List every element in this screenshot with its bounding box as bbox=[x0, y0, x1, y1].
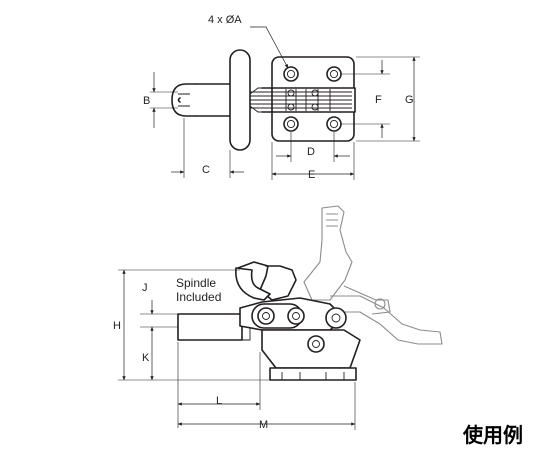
base-foot bbox=[269, 367, 357, 381]
dim-d-label: D bbox=[307, 146, 315, 158]
hole-leader bbox=[250, 26, 289, 69]
dim-h-label: H bbox=[113, 320, 121, 332]
spindle-label-line1: Spindle bbox=[176, 276, 216, 290]
body-ribs bbox=[285, 89, 331, 111]
usage-example-caption: 使用例 bbox=[462, 423, 523, 447]
body-outline bbox=[261, 87, 356, 113]
dim-k-label: K bbox=[142, 352, 150, 364]
handle-cap bbox=[235, 267, 271, 301]
dim-j-label: J bbox=[142, 282, 148, 294]
handle-grip bbox=[229, 49, 251, 151]
dim-e-label: E bbox=[308, 169, 315, 181]
side-view: Spindle Included H J K L M bbox=[113, 205, 443, 431]
dim-g-label: G bbox=[405, 94, 414, 106]
spindle-top bbox=[171, 83, 197, 117]
open-position-ghost bbox=[303, 205, 443, 345]
handle-link bbox=[249, 87, 262, 113]
spindle-label-line2: Included bbox=[176, 290, 221, 304]
dim-b-label: B bbox=[143, 95, 150, 107]
dim-l-label: L bbox=[216, 395, 222, 407]
dim-f-label: F bbox=[375, 94, 382, 106]
hole-callout-label: 4 x ØA bbox=[208, 14, 242, 26]
dim-m-label: M bbox=[259, 419, 268, 431]
handle-closed bbox=[237, 261, 297, 301]
mounting-holes bbox=[283, 66, 342, 132]
spindle-body bbox=[177, 313, 243, 341]
dim-c-label: C bbox=[202, 164, 210, 176]
top-view: 4 x ØA B C D E F G bbox=[143, 14, 420, 181]
